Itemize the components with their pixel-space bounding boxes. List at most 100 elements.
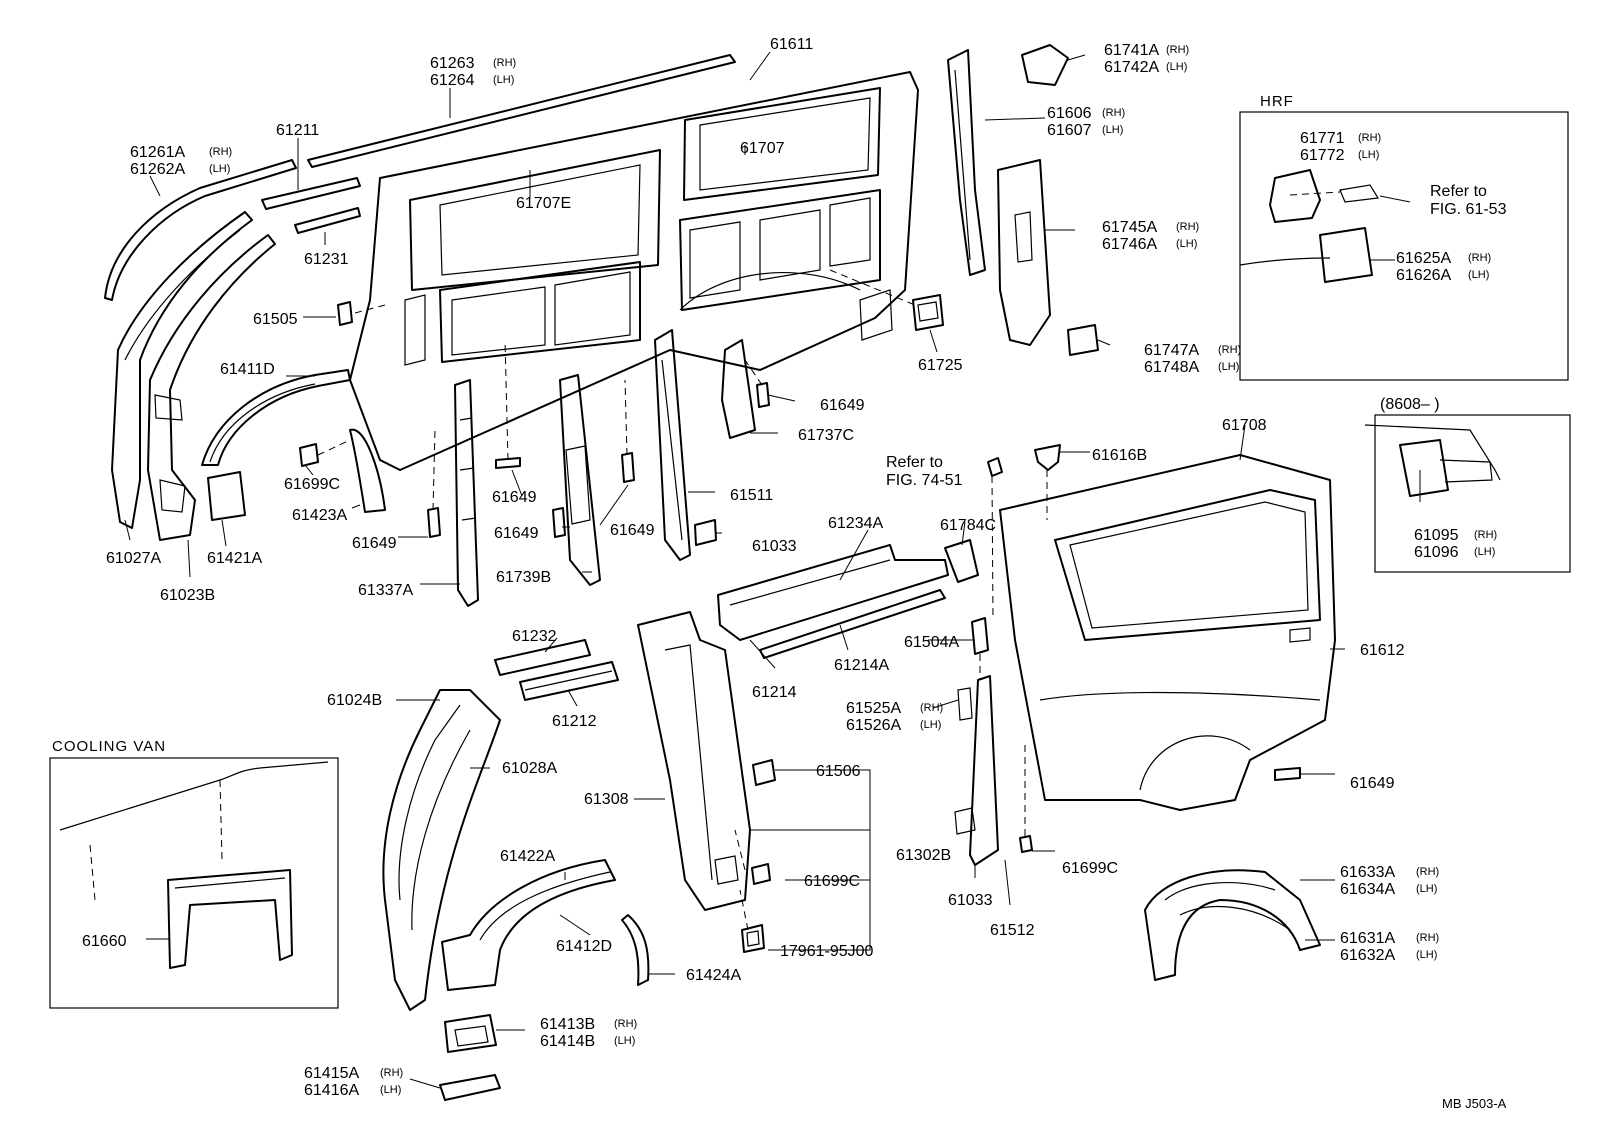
part-labels: 61611 61263 (RH) 61264 (LH) 61261A (RH) … <box>52 36 1507 1111</box>
rail-61212-drawing <box>494 639 619 701</box>
label-61415A: 61415A <box>304 1065 359 1082</box>
leader-lines <box>124 51 1421 1089</box>
label-61023B: 61023B <box>160 587 215 604</box>
tag-rh: (RH) <box>614 1018 637 1030</box>
label-61612: 61612 <box>1360 642 1405 659</box>
label-61095: 61095 <box>1414 527 1459 544</box>
tag-lh: (LH) <box>614 1035 635 1047</box>
refer-to-label: Refer to <box>886 454 943 471</box>
tag-rh: (RH) <box>1416 932 1439 944</box>
rear-quarter-61612-drawing <box>999 454 1336 811</box>
label-61414B: 61414B <box>540 1033 595 1050</box>
tag-lh: (LH) <box>1416 949 1437 961</box>
label-61707E: 61707E <box>516 195 571 212</box>
label-61302B: 61302B <box>896 847 951 864</box>
clip-61505-drawing <box>337 301 353 326</box>
label-61633A: 61633A <box>1340 864 1395 881</box>
label-61649: 61649 <box>352 535 397 552</box>
wheel-arch-61411D-drawing <box>201 369 351 521</box>
label-61214A: 61214A <box>834 657 889 674</box>
panel-61423A-drawing <box>349 428 386 513</box>
tag-rh: (RH) <box>1468 252 1491 264</box>
pillar-61739B-drawing <box>559 374 601 586</box>
hrf-inset-box <box>1239 111 1569 381</box>
label-61511: 61511 <box>730 487 773 504</box>
label-61423A: 61423A <box>292 507 347 524</box>
label-61033: 61033 <box>752 538 797 555</box>
bracket-61747A-drawing <box>1067 324 1099 356</box>
tag-rh: (RH) <box>1218 344 1241 356</box>
cooling-van-inset-box <box>49 757 339 1009</box>
tag-lh: (LH) <box>1166 61 1187 73</box>
label-61649: 61649 <box>1350 775 1395 792</box>
label-61416A: 61416A <box>304 1082 359 1099</box>
tag-lh: (LH) <box>1358 149 1379 161</box>
bracket-61033-drawing <box>694 519 717 546</box>
wheelhouse-61631A-drawing <box>1144 869 1321 981</box>
bracket-61616B-drawing <box>1034 444 1061 471</box>
label-17961-95J00: 17961-95J00 <box>780 943 874 960</box>
front-pillar-61027A-drawing <box>111 211 253 529</box>
label-61660: 61660 <box>82 933 127 950</box>
inset-8608-drawing <box>1364 424 1501 497</box>
grommet-17961-drawing <box>741 924 765 953</box>
date-range-label: (8608– ) <box>1380 396 1440 413</box>
wheel-arch-61412D-drawing <box>441 859 616 991</box>
label-61096: 61096 <box>1414 544 1459 561</box>
spacer-pieces-drawing <box>299 382 1301 853</box>
bracket-61413B-drawing <box>444 1014 497 1053</box>
label-61707: 61707 <box>740 140 785 157</box>
tag-lh: (LH) <box>209 163 230 175</box>
tag-rh: (RH) <box>1176 221 1199 233</box>
roof-rail-61261A-drawing <box>104 159 297 301</box>
label-61421A: 61421A <box>207 550 262 567</box>
label-61631A: 61631A <box>1340 930 1395 947</box>
tag-lh: (LH) <box>1102 124 1123 136</box>
label-61739B: 61739B <box>496 569 551 586</box>
label-61699C: 61699C <box>804 873 860 890</box>
label-61264: 61264 <box>430 72 475 89</box>
pillar-61512-drawing <box>954 675 999 866</box>
label-61606: 61606 <box>1047 105 1092 122</box>
label-61412D: 61412D <box>556 938 612 955</box>
label-61211: 61211 <box>276 122 319 139</box>
bracket-61737C-drawing <box>721 339 756 439</box>
label-61616B: 61616B <box>1092 447 1147 464</box>
bracket-61784C-drawing <box>944 539 979 583</box>
label-61262A: 61262A <box>130 161 185 178</box>
tag-lh: (LH) <box>1218 361 1239 373</box>
bracket-61741A-drawing <box>1021 44 1069 86</box>
front-pillar-61023B-drawing <box>147 234 276 541</box>
tag-rh: (RH) <box>1166 44 1189 56</box>
tag-lh: (LH) <box>1176 238 1197 250</box>
label-61649: 61649 <box>820 397 865 414</box>
tag-lh: (LH) <box>1468 269 1489 281</box>
tag-lh: (LH) <box>380 1084 401 1096</box>
tag-rh: (RH) <box>493 57 516 69</box>
tag-rh: (RH) <box>1474 529 1497 541</box>
label-61424A: 61424A <box>686 967 741 984</box>
label-61033: 61033 <box>948 892 993 909</box>
tag-rh: (RH) <box>209 146 232 158</box>
footer-code: MB J503-A <box>1442 1096 1507 1111</box>
label-61526A: 61526A <box>846 717 901 734</box>
cooling-van-drawing <box>59 761 329 969</box>
label-61512: 61512 <box>990 922 1035 939</box>
label-61746A: 61746A <box>1102 236 1157 253</box>
side-panel-61611-drawing <box>349 71 919 471</box>
inset-8608-box <box>1374 414 1571 573</box>
refer-to-label: Refer to <box>1430 183 1487 200</box>
label-61748A: 61748A <box>1144 359 1199 376</box>
refer-fig-61-53: FIG. 61-53 <box>1430 201 1507 218</box>
box-61725-drawing <box>912 294 944 331</box>
label-61725: 61725 <box>918 357 963 374</box>
label-61337A: 61337A <box>358 582 413 599</box>
label-61232: 61232 <box>512 628 557 645</box>
label-61737C: 61737C <box>798 427 854 444</box>
label-61611: 61611 <box>770 36 813 53</box>
label-61742A: 61742A <box>1104 59 1159 76</box>
tag-rh: (RH) <box>1358 132 1381 144</box>
label-61261A: 61261A <box>130 144 185 161</box>
tag-lh: (LH) <box>1416 883 1437 895</box>
